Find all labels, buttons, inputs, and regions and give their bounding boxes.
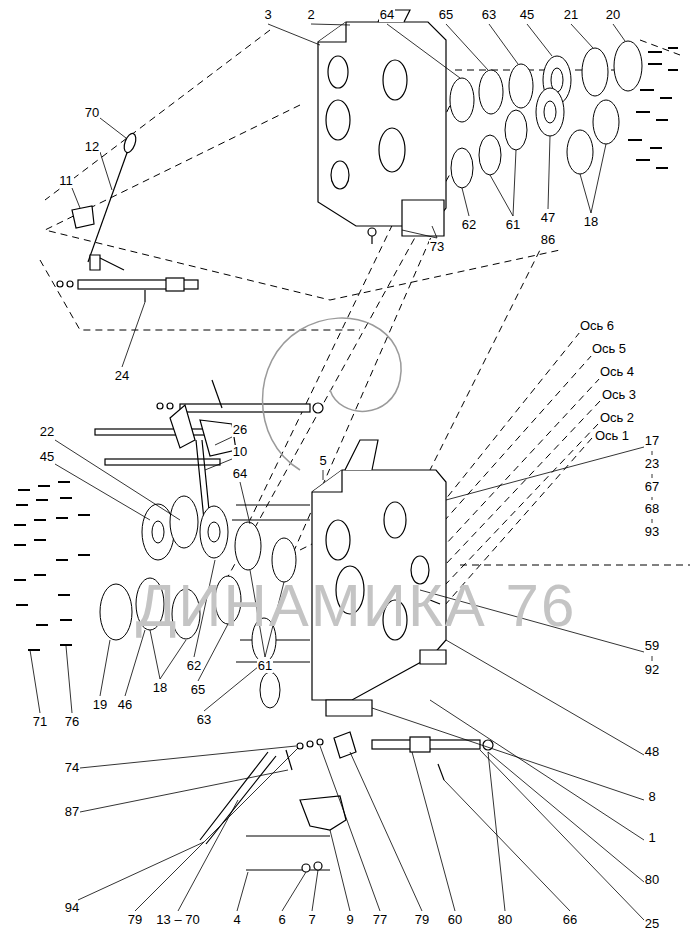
callout-number: 3	[263, 8, 272, 22]
callout-number: 45	[519, 8, 535, 22]
callout-number: 8	[647, 790, 656, 804]
callout-number: 6	[277, 913, 286, 927]
callout-number: 4	[232, 913, 241, 927]
callout-number: 11	[58, 174, 74, 188]
callout-number: 61	[257, 659, 273, 673]
callout-number: 10	[232, 445, 248, 459]
callout-number: 60	[447, 913, 463, 927]
axis-label: Ось 3	[601, 388, 637, 402]
callout-number: 67	[644, 480, 660, 494]
shift-rods	[95, 380, 323, 520]
callout-number: 80	[497, 913, 513, 927]
callout-number: 94	[64, 901, 80, 915]
callout-number: 64	[379, 8, 395, 22]
watermark: ДИНАМИКА 76	[135, 575, 578, 637]
callout-number: 79	[414, 913, 430, 927]
upper-covers	[450, 41, 642, 188]
callout-number: 20	[605, 8, 621, 22]
callout-number: 74	[64, 761, 80, 775]
callout-number: 63	[196, 713, 212, 727]
axis-label: Ось 4	[599, 365, 635, 379]
callout-number: 70	[84, 106, 100, 120]
callout-number: 61	[505, 218, 521, 232]
callout-number: 5	[318, 454, 327, 468]
callout-number: 79	[127, 913, 143, 927]
callout-number: 26	[232, 423, 248, 437]
callout-number: 62	[461, 218, 477, 232]
callout-number: 13 – 70	[155, 913, 200, 927]
callout-number: 76	[64, 715, 80, 729]
callout-number: 71	[32, 715, 48, 729]
callout-number: 87	[64, 805, 80, 819]
callout-number: 24	[114, 369, 130, 383]
axis-label: Ось 5	[591, 342, 627, 356]
shift-lever	[57, 132, 198, 302]
callout-number: 92	[644, 663, 660, 677]
callout-number: 65	[190, 683, 206, 697]
callout-number: 93	[644, 525, 660, 539]
callout-number: 23	[644, 457, 660, 471]
callout-number: 25	[644, 917, 660, 931]
callout-number: 17	[644, 434, 660, 448]
callout-number: 2	[306, 8, 315, 22]
callout-number: 68	[644, 502, 660, 516]
callout-number: 18	[152, 681, 168, 695]
callout-number: 9	[345, 913, 354, 927]
callout-number: 73	[429, 240, 445, 254]
callout-number: 19	[92, 698, 108, 712]
callout-number: 7	[307, 913, 316, 927]
callout-number: 22	[39, 425, 55, 439]
callout-number: 65	[438, 8, 454, 22]
callout-number: 77	[372, 913, 388, 927]
callout-number: 62	[186, 659, 202, 673]
callout-number: 45	[39, 450, 55, 464]
axis-label: Ось 2	[599, 411, 635, 425]
callout-number: 64	[232, 467, 248, 481]
callout-number: 66	[562, 913, 578, 927]
callout-number: 48	[644, 745, 660, 759]
upper-housing	[318, 10, 446, 244]
leader-lines	[30, 24, 652, 920]
callout-number: 21	[563, 8, 579, 22]
callout-number: 1	[647, 831, 656, 845]
callout-number: 63	[481, 8, 497, 22]
watermark-emblem	[263, 318, 402, 470]
axis-label: Ось 1	[594, 429, 630, 443]
axis-label: Ось 6	[579, 319, 615, 333]
callout-number: 18	[583, 215, 599, 229]
callout-number: 59	[644, 639, 660, 653]
callout-number: 80	[644, 873, 660, 887]
callout-number: 12	[84, 140, 100, 154]
callout-number: 47	[540, 211, 556, 225]
callout-number: 46	[117, 698, 133, 712]
callout-number: 86	[540, 233, 556, 247]
